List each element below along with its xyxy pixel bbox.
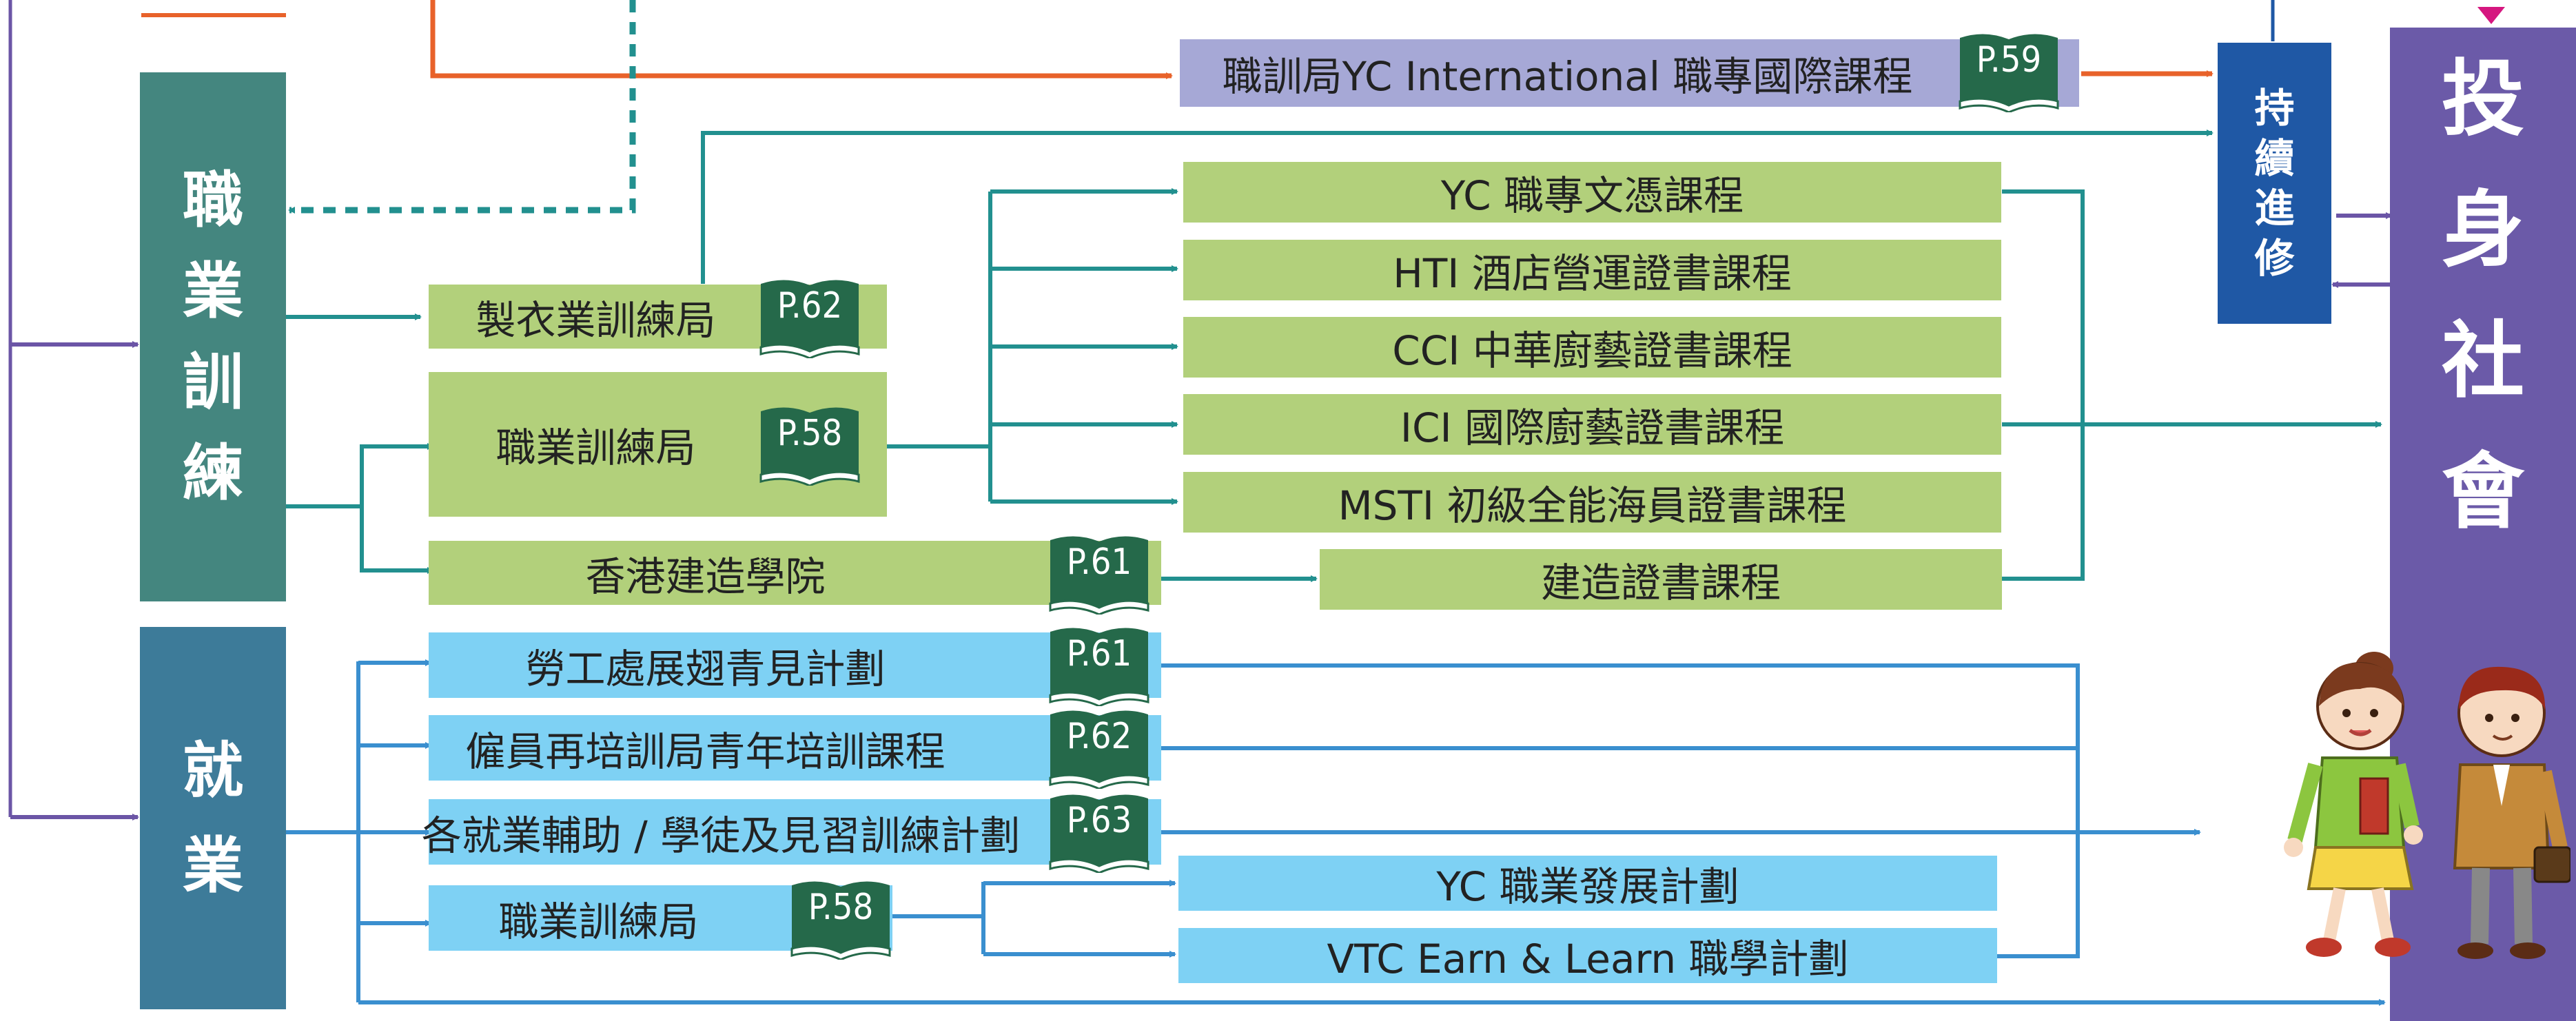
yc-career-development-box: YC 職業發展計劃 [1178,856,1997,911]
employment-support-box: 各就業輔助 / 學徒及見習訓練計劃 [422,799,1161,865]
labour-dept-youth-box: 勞工處展翅青見計劃 [429,632,1161,698]
course-construction: 建造證書課程 [1320,549,2002,610]
open-book-icon: P.61 [1047,532,1151,615]
continuing-study-box: 持 續 進 修 [2218,43,2331,324]
magenta-arrow-icon [2477,7,2505,24]
course-hti: HTI 酒店營運證書課程 [1183,240,2001,300]
boy-student-icon [2453,666,2570,959]
girl-student-icon [2284,652,2423,957]
course-msti: MSTI 初級全能海員證書課程 [1183,472,2001,533]
yc-international-course: 職訓局YC International 職專國際課程 [1180,39,2079,107]
open-book-icon: P.61 [1047,623,1151,706]
open-book-icon: P.63 [1047,790,1151,873]
open-book-icon: P.62 [1047,706,1151,789]
vtc-earn-learn-box: VTC Earn & Learn 職學計劃 [1178,928,1997,983]
open-book-icon: P.58 [789,877,892,960]
course-cci: CCI 中華廚藝證書課程 [1183,317,2001,378]
open-book-icon: P.59 [1957,30,2061,112]
open-book-icon: P.62 [758,276,861,358]
vocational-training-label: 職 業 訓 練 [140,72,286,601]
erb-youth-training-box: 僱員再培訓局青年培訓課程 [429,715,1161,781]
course-yc-diploma: YC 職專文憑課程 [1183,162,2001,223]
construction-institute-box: 香港建造學院 [429,541,1161,605]
course-ici: ICI 國際廚藝證書課程 [1183,394,2001,455]
students-illustration [2284,652,2570,959]
join-society-label: 投 身 社 會 [2442,52,2524,540]
employment-label: 就 業 [140,627,286,1009]
open-book-icon: P.58 [758,403,861,486]
